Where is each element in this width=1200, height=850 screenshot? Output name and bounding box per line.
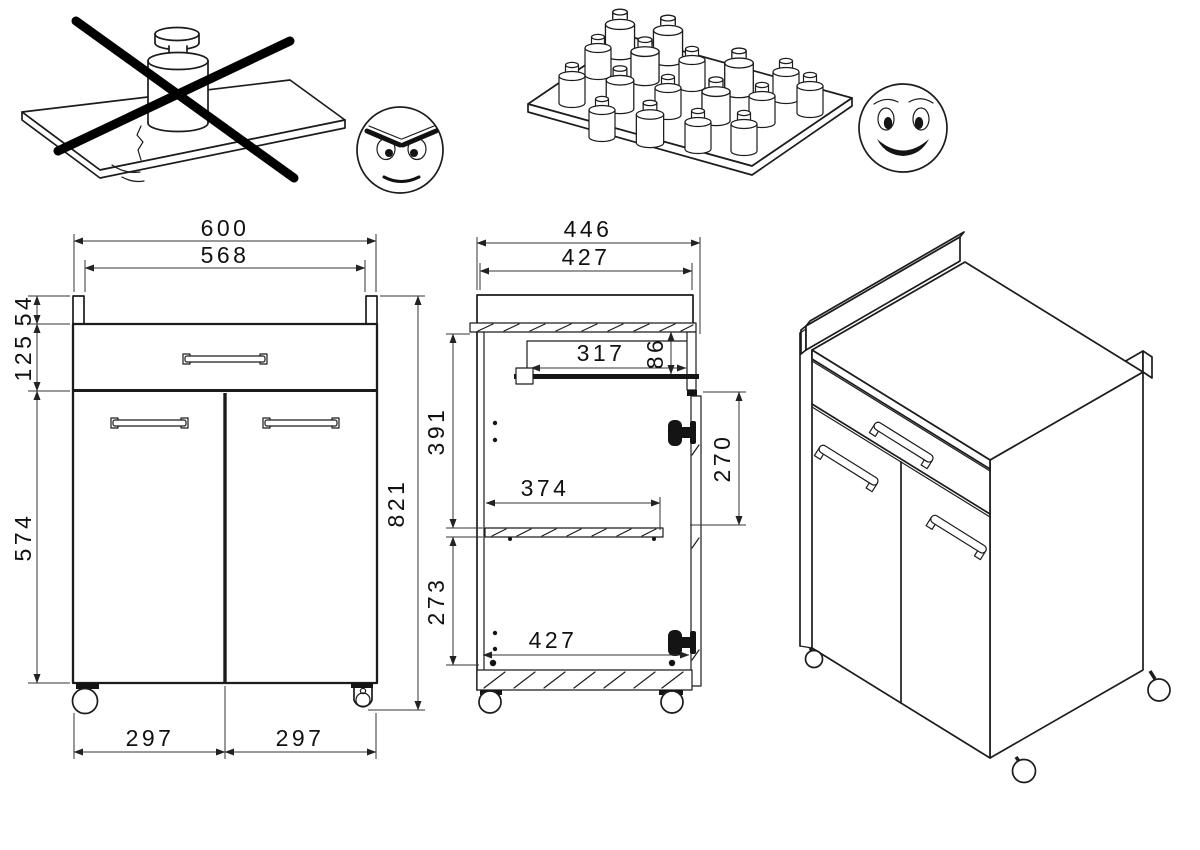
dim-label-overall-depth: 446 (564, 216, 613, 242)
front-gap (687, 390, 697, 396)
frown-mouth-icon (382, 175, 421, 183)
side-right-caster-icon (659, 690, 684, 714)
crack-icon (136, 125, 144, 161)
iso-back-rail (800, 231, 965, 355)
dim-label-top-rail-height: 54 (10, 294, 36, 327)
dim-label-drawer-inner-depth: 317 (577, 340, 626, 366)
angry-brows-icon (364, 128, 439, 148)
runner-bracket (515, 367, 534, 385)
smile-mouth-icon (877, 139, 929, 156)
dim-label-overall-width: 600 (201, 215, 250, 241)
worktop-hatch (477, 323, 694, 332)
drawer-handle-icon (182, 353, 268, 365)
hinge-top-icon (668, 420, 696, 446)
left-caster-icon (71, 683, 99, 715)
dim-label-inner-depth: 427 (562, 244, 611, 270)
crossed-out-icon (53, 16, 299, 183)
dim-label-bottom-inner-depth: 427 (529, 627, 578, 653)
heavy-weight-icon (147, 26, 209, 133)
iso-drawer-handle-icon (868, 421, 934, 470)
iso-left-door-handle-icon (813, 444, 879, 493)
right-door-handle-icon (262, 417, 340, 429)
dim-label-left-door-width: 297 (126, 725, 175, 751)
eyebrows-icon (873, 98, 934, 105)
front-view-dimensions: 600 568 54 125 574 821 297 2 (10, 215, 425, 759)
iso-view (799, 231, 1171, 784)
dim-label-door-height: 574 (10, 513, 36, 562)
dim-label-upper-compartment-height: 391 (423, 407, 449, 456)
right-caster-icon (351, 683, 373, 708)
dim-label-door-top-to-shelf: 270 (709, 434, 735, 483)
left-door-handle-icon (110, 417, 189, 429)
dim-label-right-door-width: 297 (276, 725, 325, 751)
drawer-front-section (686, 331, 697, 391)
dim-label-overall-height: 821 (383, 479, 409, 528)
bottom-hatch (483, 671, 684, 689)
dim-label-drawer-inner-height: 86 (642, 337, 668, 370)
angry-face-icon (356, 106, 444, 194)
front-view: 600 568 54 125 574 821 297 2 (10, 215, 425, 759)
iso-right-door-handle-icon (925, 514, 987, 561)
pictogram-right (527, 8, 948, 176)
worktop-section (469, 322, 697, 333)
drawer-runner (514, 374, 699, 379)
side-view: 446 427 317 86 391 273 374 270 (423, 216, 746, 714)
happy-face-icon (858, 83, 948, 173)
side-left-caster-icon (478, 690, 502, 714)
dim-label-lower-compartment-height: 273 (423, 577, 449, 626)
motion-dashes-icon (111, 164, 145, 183)
hinge-bottom-icon (668, 630, 696, 656)
pictogram-wrong (21, 16, 444, 194)
dim-label-drawer-front-height: 125 (10, 333, 36, 382)
side-view-dimensions: 446 427 317 86 391 273 374 270 (423, 216, 746, 666)
door-section (690, 395, 702, 687)
shelf-hatch (491, 528, 657, 537)
iso-casters (804, 647, 1171, 784)
dim-label-inner-width: 568 (201, 242, 250, 268)
dim-label-shelf-depth: 374 (521, 475, 570, 501)
